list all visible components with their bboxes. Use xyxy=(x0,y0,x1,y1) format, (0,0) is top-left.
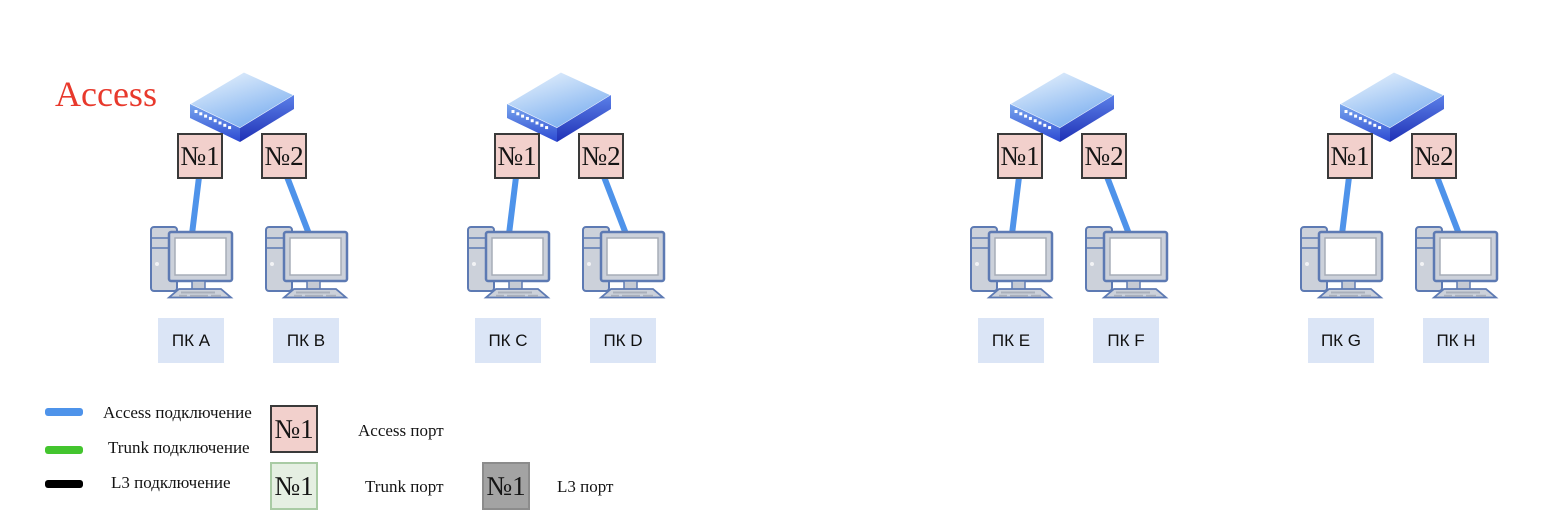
access-port-badge-2: №2 xyxy=(1081,133,1127,179)
pc-icon xyxy=(969,225,1054,299)
pc-label: ПК F xyxy=(1093,318,1159,363)
pc-icon xyxy=(466,225,551,299)
access-link-lines xyxy=(1009,166,1132,237)
access-port-badge-2: №2 xyxy=(261,133,307,179)
pc-icon xyxy=(1414,225,1499,299)
pc-icon xyxy=(1084,225,1169,299)
layer-label-access: Access xyxy=(55,74,157,114)
switch-group-1: №1 №2 ПК A ПК B xyxy=(148,62,358,374)
switch-group-4: №1 №2 ПК G ПК H xyxy=(1298,62,1508,374)
switch-group-3: №1 №2 ПК E ПК F xyxy=(968,62,1178,374)
access-port-badge-1: №1 xyxy=(494,133,540,179)
pc-label: ПК B xyxy=(273,318,339,363)
legend-label-access-connection: Access подключение xyxy=(103,403,252,422)
access-port-badge-1: №1 xyxy=(1327,133,1373,179)
legend-access-port-badge: №1 xyxy=(270,405,318,453)
pc-icon xyxy=(1299,225,1384,299)
pc-icon xyxy=(264,225,349,299)
pc-label: ПК C xyxy=(475,318,541,363)
access-link-lines xyxy=(1339,166,1462,237)
access-port-badge-1: №1 xyxy=(997,133,1043,179)
legend-label-l3-connection: L3 подключение xyxy=(111,473,231,492)
pc-label: ПК E xyxy=(978,318,1044,363)
pc-label: ПК H xyxy=(1423,318,1489,363)
access-port-badge-2: №2 xyxy=(578,133,624,179)
access-connection-swatch xyxy=(45,408,83,416)
l3-connection-swatch xyxy=(45,480,83,488)
legend-label-access-port: Access порт xyxy=(358,421,444,440)
access-link-lines xyxy=(506,166,629,237)
pc-label: ПК A xyxy=(158,318,224,363)
pc-label: ПК D xyxy=(590,318,656,363)
pc-label: ПК G xyxy=(1308,318,1374,363)
pc-icon xyxy=(149,225,234,299)
legend-trunk-port-badge: №1 xyxy=(270,462,318,510)
legend-label-l3-port: L3 порт xyxy=(557,477,614,496)
legend-label-trunk-port: Trunk порт xyxy=(365,477,444,496)
legend-l3-port-badge: №1 xyxy=(482,462,530,510)
switch-group-2: №1 №2 ПК C ПК D xyxy=(465,62,675,374)
pc-icon xyxy=(581,225,666,299)
access-port-badge-2: №2 xyxy=(1411,133,1457,179)
access-link-lines xyxy=(189,166,312,237)
access-port-badge-1: №1 xyxy=(177,133,223,179)
trunk-connection-swatch xyxy=(45,446,83,454)
legend-label-trunk-connection: Trunk подключение xyxy=(108,438,250,457)
